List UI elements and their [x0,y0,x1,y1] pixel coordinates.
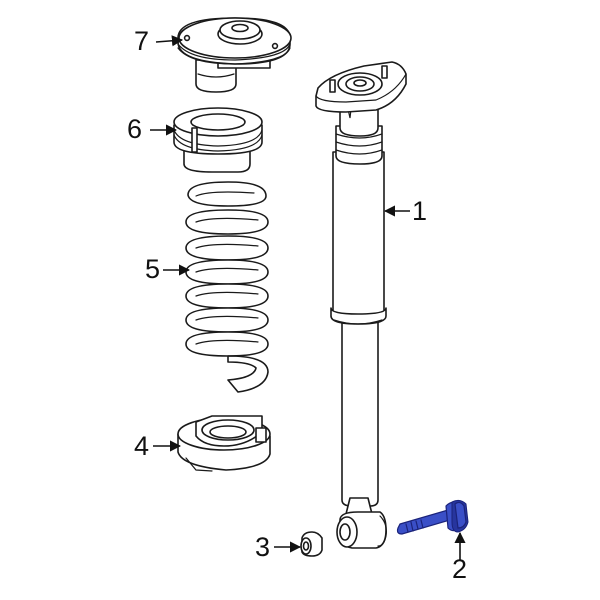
callout-1: 1 [412,196,428,226]
part-2-bolt[interactable] [396,499,469,535]
part-6-upper-spring-seat[interactable] [173,107,263,173]
callout-6: 6 [127,114,143,144]
leader-7 [155,35,184,47]
leader-lines [150,35,466,560]
part-3-nut[interactable] [300,531,323,557]
part-4-lower-spring-seat[interactable] [177,415,271,472]
callout-4: 4 [134,431,150,461]
callout-5: 5 [145,254,161,284]
callout-7: 7 [134,26,150,56]
part-5-coil-spring[interactable] [185,181,269,393]
callout-3: 3 [255,532,271,562]
callout-2: 2 [452,554,468,584]
part-7-upper-mount[interactable] [177,17,292,93]
part-1-shock-absorber[interactable] [315,61,407,549]
